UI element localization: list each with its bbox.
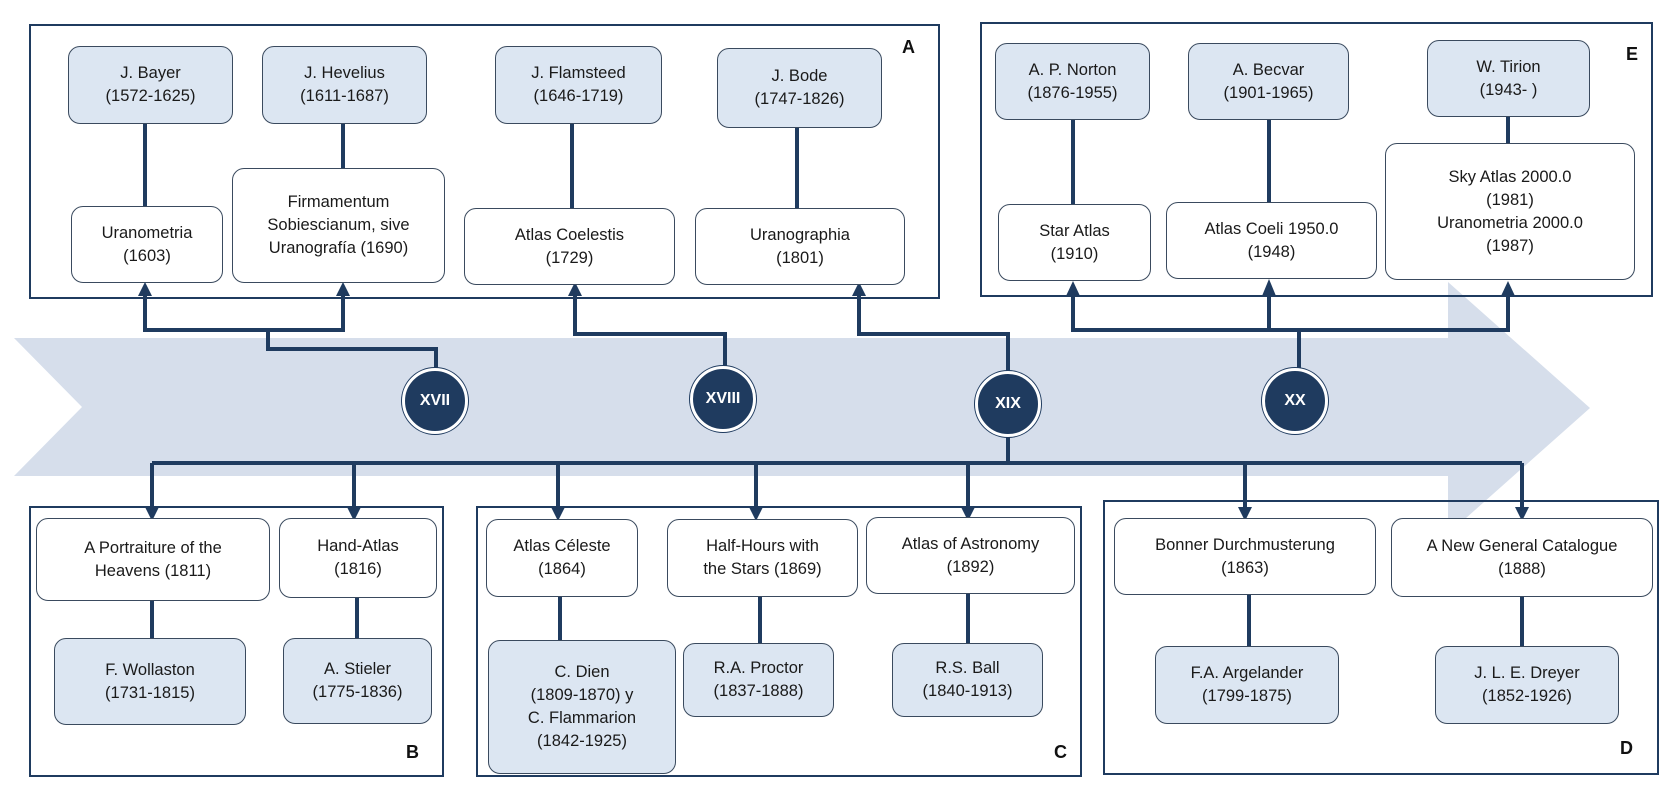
node-bayer: J. Bayer (1572-1625) xyxy=(68,46,233,124)
node-bode: J. Bode (1747-1826) xyxy=(717,48,882,128)
node-ball: R.S. Ball (1840-1913) xyxy=(892,643,1043,717)
node-firmamentum: Firmamentum Sobiescianum, sive Uranograf… xyxy=(232,168,445,283)
node-atlas-astronomy: Atlas of Astronomy (1892) xyxy=(866,517,1075,594)
group-c-frame xyxy=(476,506,1082,777)
node-hand-atlas: Hand-Atlas (1816) xyxy=(279,518,437,598)
node-portraiture: A Portraiture of the Heavens (1811) xyxy=(36,518,270,601)
group-b-frame xyxy=(29,506,444,777)
group-a-frame xyxy=(29,24,940,299)
node-ngc: A New General Catalogue (1888) xyxy=(1391,518,1653,597)
node-tirion: W. Tirion (1943- ) xyxy=(1427,40,1590,117)
arrowheads xyxy=(138,279,1529,521)
century-xx-marker: XX xyxy=(1262,368,1328,434)
node-sky-atlas: Sky Atlas 2000.0 (1981) Uranometria 2000… xyxy=(1385,143,1635,280)
group-b-label: B xyxy=(406,742,419,762)
group-e-frame xyxy=(980,22,1653,297)
node-star-atlas: Star Atlas (1910) xyxy=(998,204,1151,281)
node-wollaston: F. Wollaston (1731-1815) xyxy=(54,638,246,725)
timeline-arrow xyxy=(14,282,1590,534)
node-becvar: A. Becvar (1901-1965) xyxy=(1188,43,1349,120)
node-atlas-coeli: Atlas Coeli 1950.0 (1948) xyxy=(1166,202,1377,279)
node-bonner: Bonner Durchmusterung (1863) xyxy=(1114,518,1376,595)
node-norton: A. P. Norton (1876-1955) xyxy=(995,43,1150,120)
group-d-label: D xyxy=(1620,738,1633,758)
group-d-frame xyxy=(1103,500,1659,775)
node-uranographia: Uranographia (1801) xyxy=(695,208,905,285)
node-dreyer: J. L. E. Dreyer (1852-1926) xyxy=(1435,646,1619,724)
group-c-label: C xyxy=(1054,742,1067,762)
node-stieler: A. Stieler (1775-1836) xyxy=(283,638,432,724)
group-a-label: A xyxy=(902,37,915,57)
node-uranometria: Uranometria (1603) xyxy=(71,206,223,283)
node-half-hours: Half-Hours with the Stars (1869) xyxy=(667,519,858,597)
node-hevelius: J. Hevelius (1611-1687) xyxy=(262,46,427,124)
node-flamsteed: J. Flamsteed (1646-1719) xyxy=(495,46,662,124)
node-atlas-coelestis: Atlas Coelestis (1729) xyxy=(464,208,675,285)
node-dien-flammarion: C. Dien (1809-1870) y C. Flammarion (184… xyxy=(488,640,676,774)
group-e-label: E xyxy=(1626,44,1639,64)
node-proctor: R.A. Proctor (1837-1888) xyxy=(683,643,834,717)
node-argelander: F.A. Argelander (1799-1875) xyxy=(1155,646,1339,724)
century-xviii-marker: XVIII xyxy=(690,366,756,432)
node-atlas-celeste: Atlas Céleste (1864) xyxy=(486,519,638,597)
century-xvii-marker: XVII xyxy=(402,368,468,434)
century-xix-marker: XIX xyxy=(975,371,1041,437)
